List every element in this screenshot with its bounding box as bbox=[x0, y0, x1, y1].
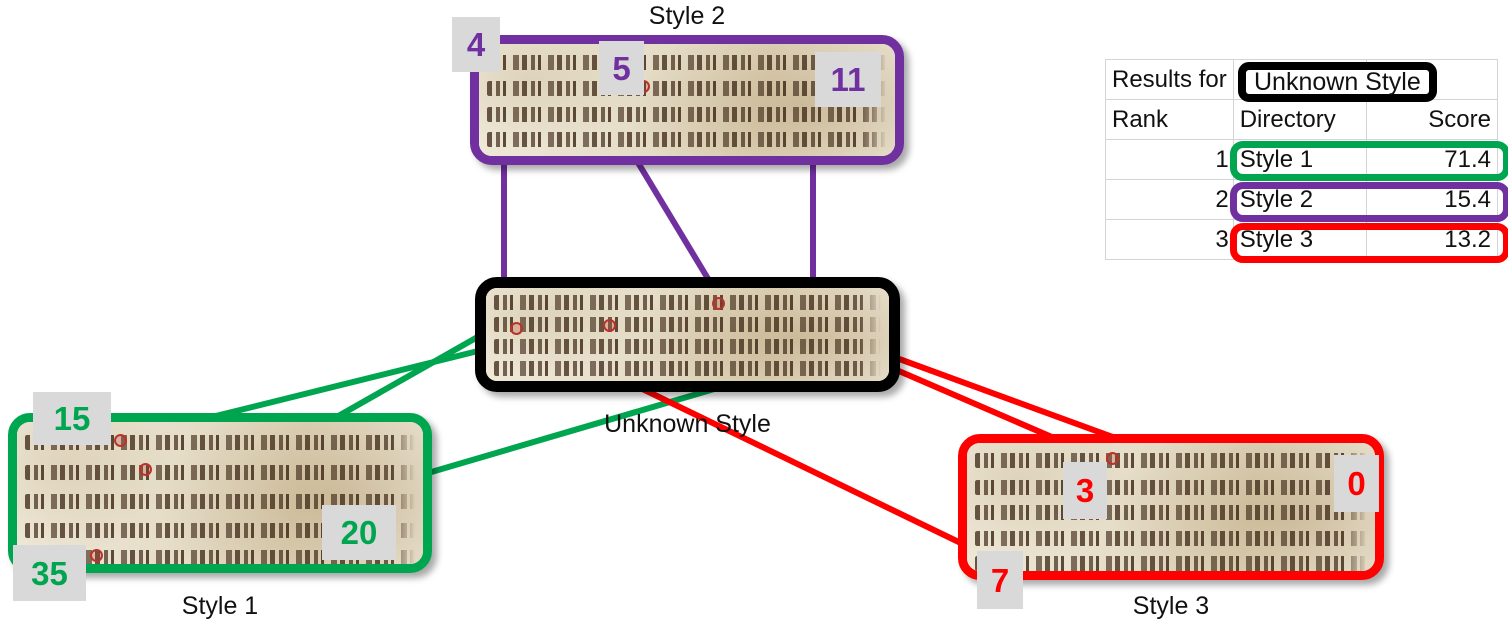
table-row[interactable]: 3 Style 3 13.2 bbox=[1105, 219, 1499, 260]
panel-unknown-style[interactable] bbox=[475, 277, 900, 392]
match-count-badge-5: 5 bbox=[599, 41, 644, 95]
match-count-badge-20: 20 bbox=[322, 505, 396, 560]
manuscript-text-lines bbox=[967, 443, 1375, 571]
match-count-badge-0: 0 bbox=[1334, 455, 1379, 512]
panel-title-style-3: Style 3 bbox=[1132, 592, 1210, 620]
header-rank: Rank bbox=[1105, 99, 1234, 140]
match-count-badge-35: 35 bbox=[13, 545, 86, 601]
panel-title-unknown-style: Unknown Style bbox=[604, 410, 771, 438]
match-count-badge-7: 7 bbox=[977, 551, 1023, 609]
match-count-badge-11: 11 bbox=[815, 52, 881, 107]
header-directory: Directory bbox=[1232, 99, 1367, 140]
match-count-badge-3: 3 bbox=[1063, 462, 1107, 519]
manuscript-image-style-3 bbox=[967, 443, 1375, 571]
table-header-row: Rank Directory Score bbox=[1105, 99, 1499, 140]
rubric-mark bbox=[1105, 452, 1119, 465]
cell-rank-1: 1 bbox=[1105, 139, 1234, 180]
panel-title-style-2: Style 2 bbox=[648, 2, 726, 30]
rubric-mark bbox=[602, 319, 616, 332]
cell-score-2: 15.4 bbox=[1365, 179, 1499, 220]
manuscript-text-lines bbox=[17, 422, 423, 564]
rubric-mark bbox=[90, 549, 104, 562]
cell-score-3: 13.2 bbox=[1365, 219, 1499, 260]
match-count-badge-4: 4 bbox=[452, 17, 500, 72]
rubric-mark bbox=[138, 463, 152, 476]
cell-directory-3: Style 3 bbox=[1232, 219, 1367, 260]
cell-directory-1: Style 1 bbox=[1232, 139, 1367, 180]
results-for-label: Results for bbox=[1105, 59, 1234, 100]
rubric-mark bbox=[510, 322, 524, 335]
cell-score-1: 71.4 bbox=[1365, 139, 1499, 180]
manuscript-text-lines bbox=[479, 44, 895, 156]
cell-directory-2: Style 2 bbox=[1232, 179, 1367, 220]
manuscript-text-lines bbox=[486, 288, 889, 381]
cell-rank-3: 3 bbox=[1105, 219, 1234, 260]
unknown-style-chip: Unknown Style bbox=[1238, 62, 1437, 102]
table-row[interactable]: 2 Style 2 15.4 bbox=[1105, 179, 1499, 220]
rubric-mark bbox=[711, 297, 725, 310]
header-score: Score bbox=[1365, 99, 1499, 140]
panel-title-style-1: Style 1 bbox=[181, 592, 259, 620]
manuscript-image-unknown bbox=[486, 288, 889, 381]
cell-rank-2: 2 bbox=[1105, 179, 1234, 220]
rubric-mark bbox=[114, 434, 128, 447]
match-count-badge-15: 15 bbox=[33, 392, 111, 445]
table-row[interactable]: 1 Style 1 71.4 bbox=[1105, 139, 1499, 180]
